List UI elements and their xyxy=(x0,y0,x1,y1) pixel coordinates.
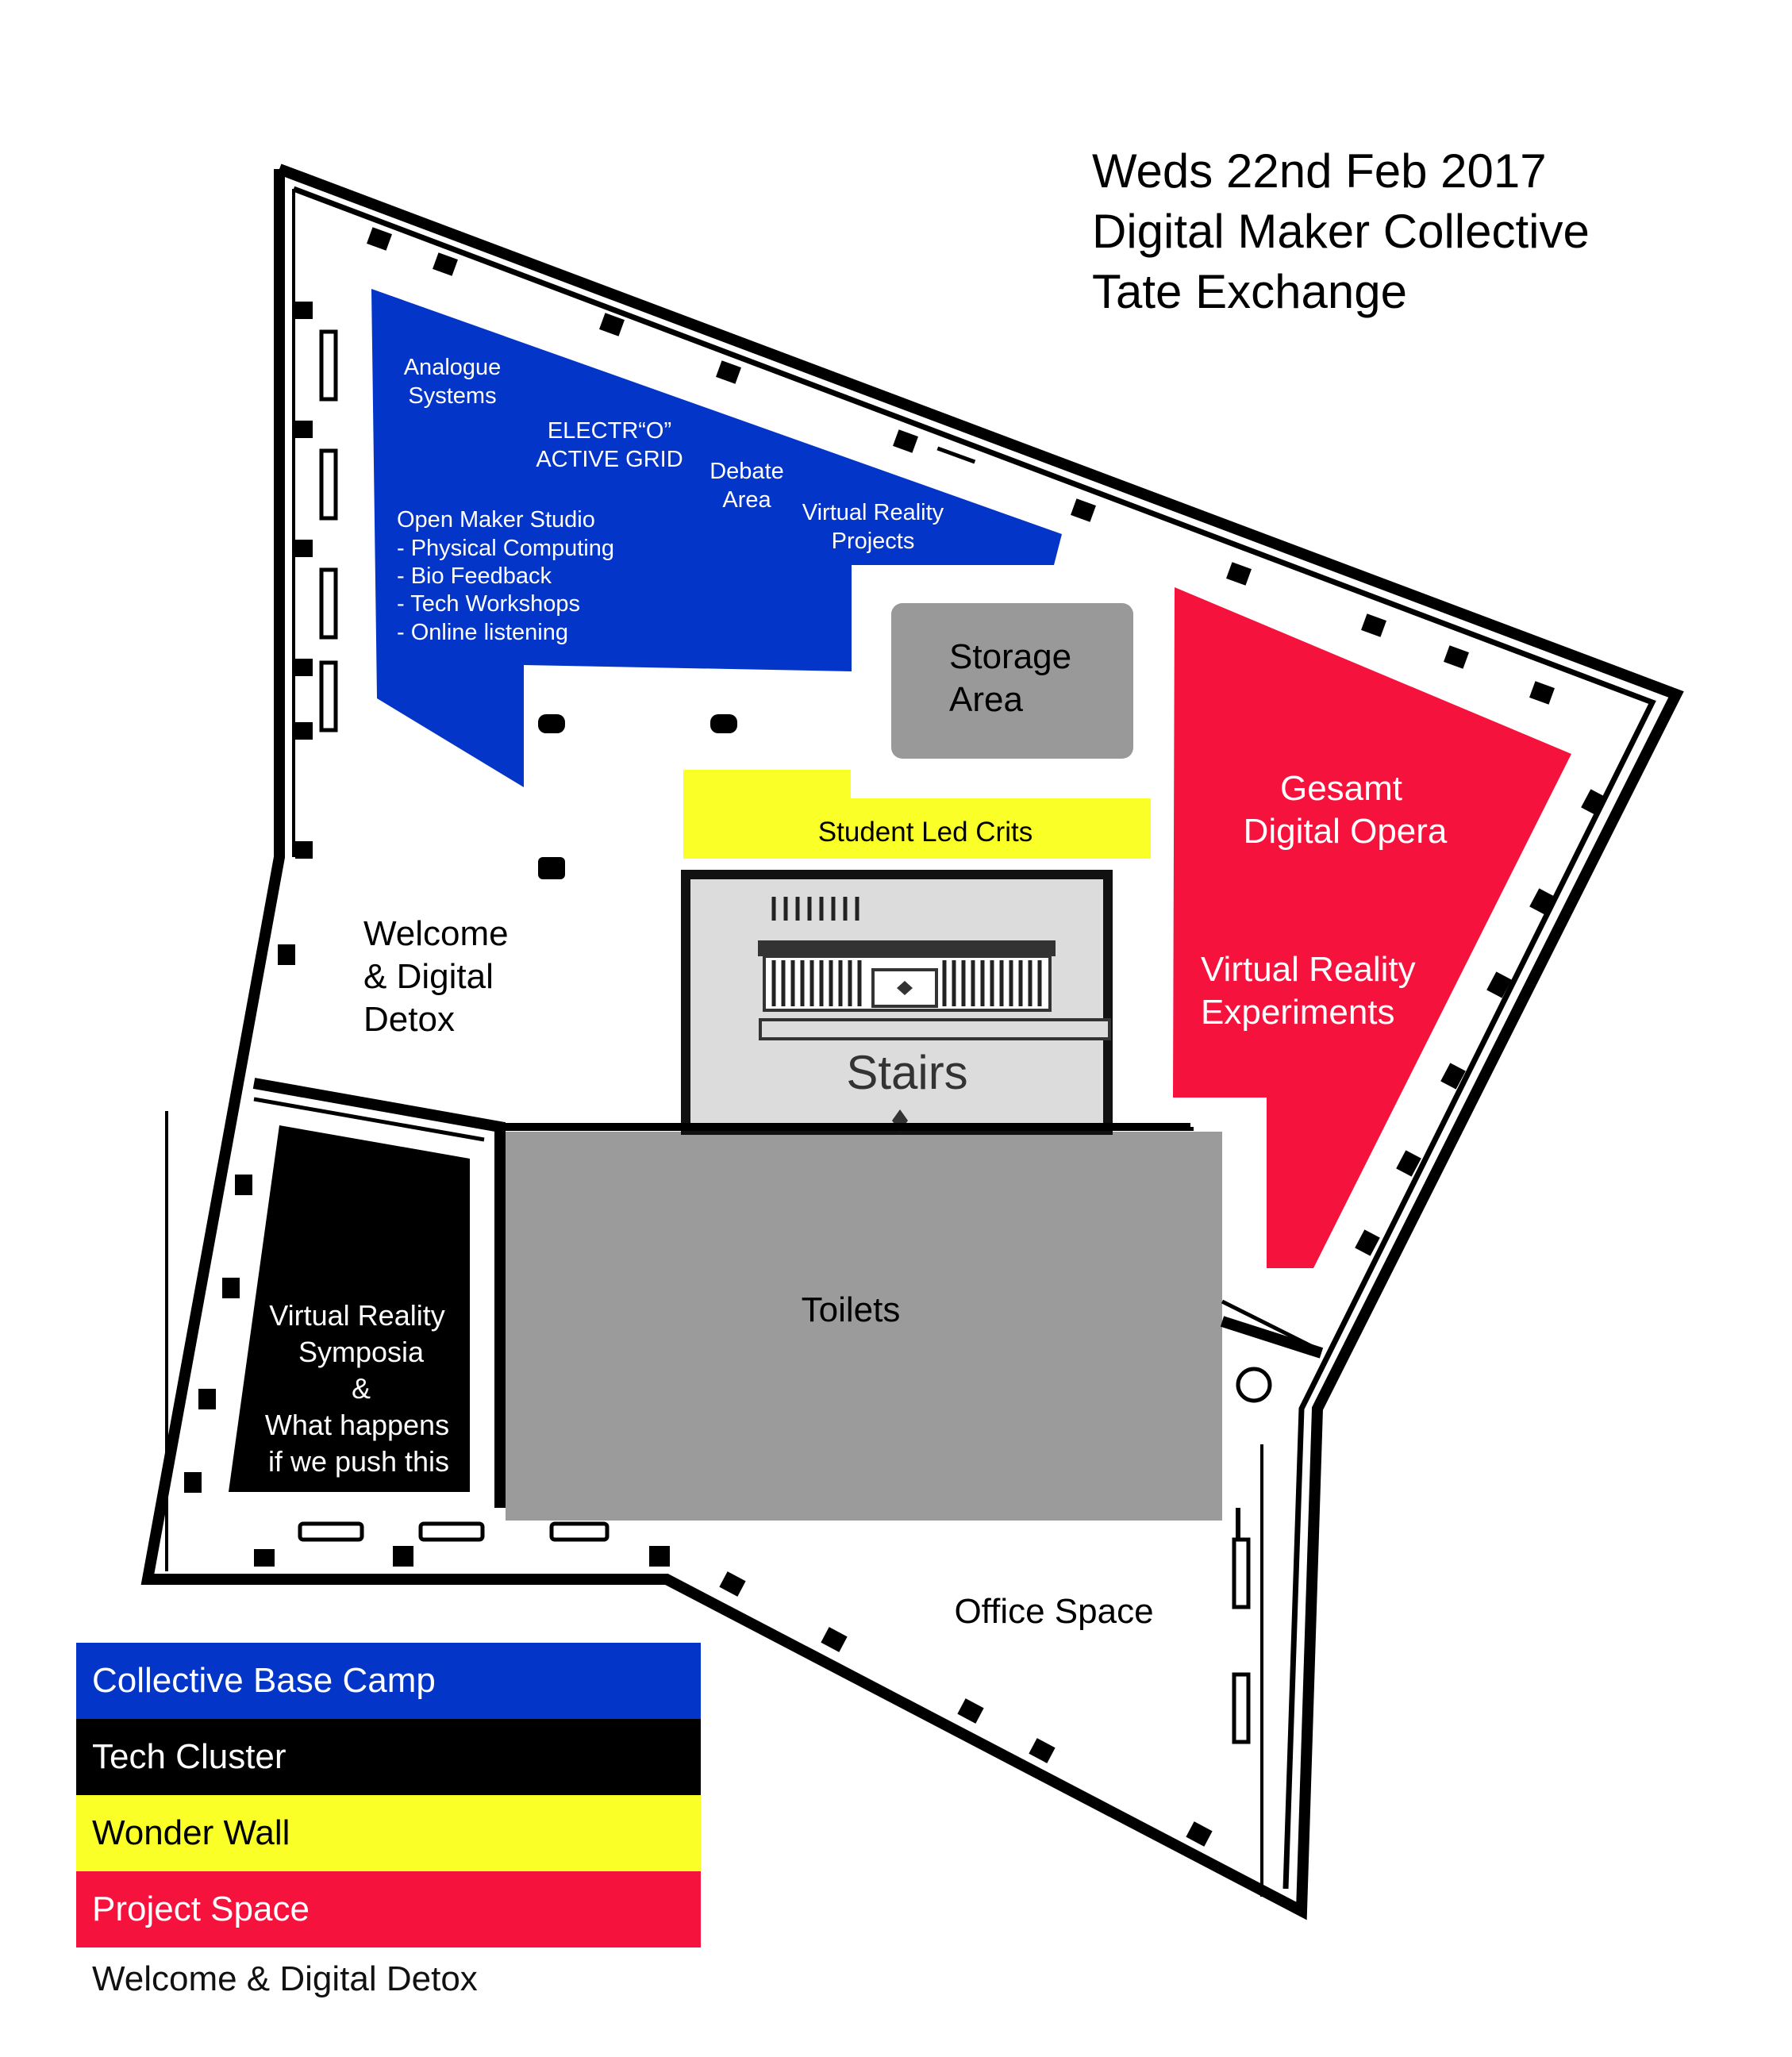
label-open-maker-1: Open Maker Studio xyxy=(397,507,595,533)
label-welcome-1: Welcome xyxy=(363,914,509,953)
legend-tech-cluster: Tech Cluster xyxy=(76,1719,701,1795)
wonder-wall-zone xyxy=(683,770,1151,859)
toilets-area xyxy=(506,1132,1222,1521)
map-legend: Collective Base Camp Tech Cluster Wonder… xyxy=(76,1643,701,2011)
label-stairs: Stairs xyxy=(846,1046,967,1099)
label-debate-2: Area xyxy=(722,487,771,513)
label-gesamt-2: Digital Opera xyxy=(1244,812,1448,851)
building-walls xyxy=(140,163,1684,1921)
label-storage-2: Area xyxy=(949,680,1023,719)
label-open-maker-4: - Tech Workshops xyxy=(397,591,580,617)
stair-steps xyxy=(771,897,1042,1006)
window-frames xyxy=(298,329,1251,1744)
label-office: Office Space xyxy=(954,1592,1153,1631)
label-vr-symposia-4: What happens xyxy=(265,1409,449,1441)
storage-area xyxy=(891,603,1133,759)
label-analogue-1: Analogue xyxy=(404,355,502,380)
stairs-area xyxy=(681,870,1113,1135)
label-vr-symposia-3: & xyxy=(352,1372,371,1405)
label-storage-1: Storage xyxy=(949,637,1071,676)
legend-wonder-wall: Wonder Wall xyxy=(76,1795,701,1871)
label-welcome-2: & Digital xyxy=(363,957,494,996)
label-welcome-3: Detox xyxy=(363,1000,455,1039)
project-space-zone xyxy=(1173,587,1571,1268)
label-open-maker-3: - Bio Feedback xyxy=(397,563,552,589)
legend-collective-base-camp: Collective Base Camp xyxy=(76,1643,701,1719)
label-open-maker-5: - Online listening xyxy=(397,620,568,645)
title-line-1: Weds 22nd Feb 2017 xyxy=(1092,144,1547,198)
title-line-2: Digital Maker Collective xyxy=(1092,205,1590,258)
label-electro-2: ACTIVE GRID xyxy=(536,447,683,472)
label-vr-symposia-1: Virtual Reality xyxy=(269,1299,444,1332)
label-vr-experiments-1: Virtual Reality xyxy=(1201,950,1416,989)
label-student-crits: Student Led Crits xyxy=(818,817,1033,848)
label-vr-experiments-2: Experiments xyxy=(1201,993,1395,1032)
label-vr-symposia-5: if we push this xyxy=(268,1445,449,1478)
label-vr-symposia-2: Symposia xyxy=(298,1336,425,1368)
label-toilets: Toilets xyxy=(802,1290,901,1329)
collective-base-camp-zone xyxy=(371,289,1062,787)
legend-project-space: Project Space xyxy=(76,1871,701,1947)
label-debate-1: Debate xyxy=(709,459,784,484)
legend-welcome-digital-detox: Welcome & Digital Detox xyxy=(92,1959,478,1998)
label-analogue-2: Systems xyxy=(408,383,496,409)
label-electro-1: ELECTR“O” xyxy=(548,418,671,444)
wall-pillars xyxy=(184,227,1606,1847)
title-line-3: Tate Exchange xyxy=(1092,265,1407,318)
tech-cluster-zone xyxy=(229,1125,470,1492)
label-vr-projects-1: Virtual Reality xyxy=(802,500,944,525)
label-vr-projects-2: Projects xyxy=(832,529,915,554)
label-open-maker-2: - Physical Computing xyxy=(397,536,614,561)
map-title: Weds 22nd Feb 2017 Digital Maker Collect… xyxy=(1092,144,1590,318)
column-circle xyxy=(1236,1367,1272,1403)
label-gesamt-1: Gesamt xyxy=(1280,769,1402,808)
